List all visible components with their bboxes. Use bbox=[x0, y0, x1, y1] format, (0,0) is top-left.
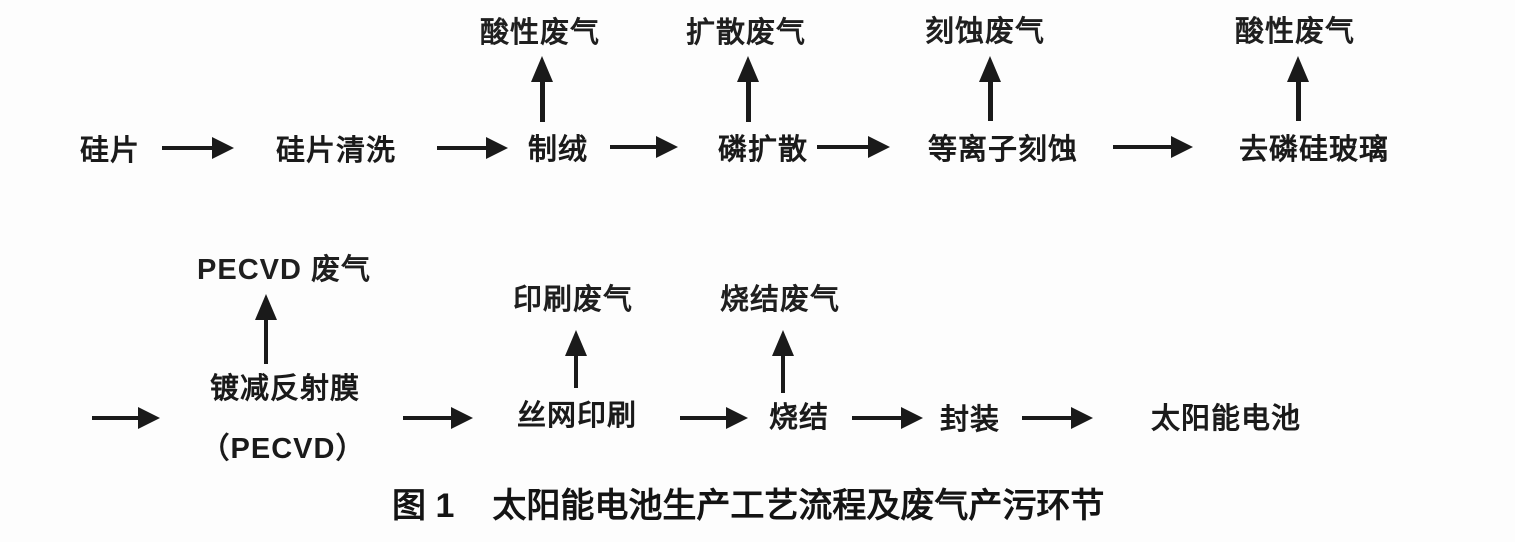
arrow-head bbox=[255, 294, 277, 320]
arrow-shaft bbox=[437, 146, 486, 150]
arrow-shaft bbox=[1022, 416, 1071, 420]
node-solar-cell: 太阳能电池 bbox=[1150, 403, 1302, 435]
flow-arrow-7 bbox=[680, 407, 748, 429]
step-encapsulation: 封装 bbox=[939, 404, 1001, 436]
flow-arrow-5 bbox=[1113, 136, 1193, 158]
arrow-shaft bbox=[610, 145, 656, 149]
arrow-head bbox=[901, 407, 923, 429]
arrow-shaft bbox=[162, 146, 212, 150]
arrow-head bbox=[868, 136, 890, 158]
emission-acid-waste-gas-2: 酸性废气 bbox=[1234, 16, 1356, 48]
arrow-shaft bbox=[1295, 82, 1301, 121]
arrow-head bbox=[772, 330, 794, 356]
arrow-head bbox=[486, 137, 508, 159]
figure-caption: 图 1 太阳能电池生产工艺流程及废气产污环节 bbox=[392, 484, 1104, 528]
flow-arrow-4 bbox=[817, 136, 890, 158]
arrow-head bbox=[1171, 136, 1193, 158]
arrow-head bbox=[656, 136, 678, 158]
arrow-shaft bbox=[1113, 145, 1171, 149]
emission-sintering-waste-gas: 烧结废气 bbox=[719, 284, 841, 316]
emission-arrow-etching bbox=[979, 56, 1001, 121]
figure-title: 太阳能电池生产工艺流程及废气产污环节 bbox=[492, 487, 1105, 525]
arrow-head bbox=[531, 56, 553, 82]
step-phosphorus-diffusion: 磷扩散 bbox=[717, 134, 809, 166]
emission-etching-waste-gas: 刻蚀废气 bbox=[924, 16, 1046, 48]
arrow-shaft bbox=[852, 416, 901, 420]
step-psg-removal: 去磷硅玻璃 bbox=[1238, 134, 1390, 166]
arrow-head bbox=[979, 56, 1001, 82]
flow-arrow-3 bbox=[610, 136, 678, 158]
arrow-head bbox=[212, 137, 234, 159]
step-ar-coating-sublabel: （PECVD） bbox=[200, 433, 366, 465]
arrow-shaft bbox=[92, 416, 138, 420]
flow-arrow-1 bbox=[162, 137, 234, 159]
step-texturing: 制绒 bbox=[527, 134, 589, 166]
flow-arrow-2 bbox=[437, 137, 508, 159]
step-wafer-cleaning: 硅片清洗 bbox=[275, 135, 397, 167]
emission-printing-waste-gas: 印刷废气 bbox=[512, 284, 634, 316]
step-sintering: 烧结 bbox=[768, 402, 830, 434]
emission-pecvd-waste-gas: PECVD 废气 bbox=[197, 254, 371, 286]
arrow-shaft bbox=[264, 320, 268, 364]
flow-arrow-6 bbox=[403, 407, 473, 429]
arrow-shaft bbox=[574, 356, 578, 388]
arrow-shaft bbox=[539, 82, 545, 122]
arrow-shaft bbox=[817, 145, 868, 149]
arrow-shaft bbox=[745, 82, 751, 122]
step-screen-printing: 丝网印刷 bbox=[516, 400, 638, 432]
step-silicon-wafer: 硅片 bbox=[79, 135, 141, 167]
flow-arrow-row2-entry bbox=[92, 407, 160, 429]
arrow-shaft bbox=[403, 416, 451, 420]
emission-arrow-psg bbox=[1287, 56, 1309, 121]
arrow-head bbox=[565, 330, 587, 356]
emission-arrow-texturing bbox=[531, 56, 553, 122]
arrow-head bbox=[726, 407, 748, 429]
emission-arrow-diffusion bbox=[737, 56, 759, 122]
flow-arrow-8 bbox=[852, 407, 923, 429]
arrow-head bbox=[1287, 56, 1309, 82]
arrow-head bbox=[451, 407, 473, 429]
flow-arrow-9 bbox=[1022, 407, 1093, 429]
emission-arrow-sintering bbox=[772, 330, 794, 393]
emission-arrow-printing bbox=[565, 330, 587, 388]
arrow-shaft bbox=[987, 82, 993, 121]
emission-arrow-pecvd bbox=[255, 294, 277, 364]
arrow-head bbox=[737, 56, 759, 82]
step-ar-coating: 镀减反射膜 bbox=[209, 373, 361, 405]
arrow-shaft bbox=[680, 416, 726, 420]
emission-acid-waste-gas-1: 酸性废气 bbox=[479, 17, 601, 49]
arrow-shaft bbox=[781, 356, 785, 393]
figure-number: 图 1 bbox=[392, 487, 455, 525]
arrow-head bbox=[1071, 407, 1093, 429]
arrow-head bbox=[138, 407, 160, 429]
emission-diffusion-waste-gas: 扩散废气 bbox=[685, 17, 807, 49]
step-plasma-etching: 等离子刻蚀 bbox=[927, 134, 1079, 166]
